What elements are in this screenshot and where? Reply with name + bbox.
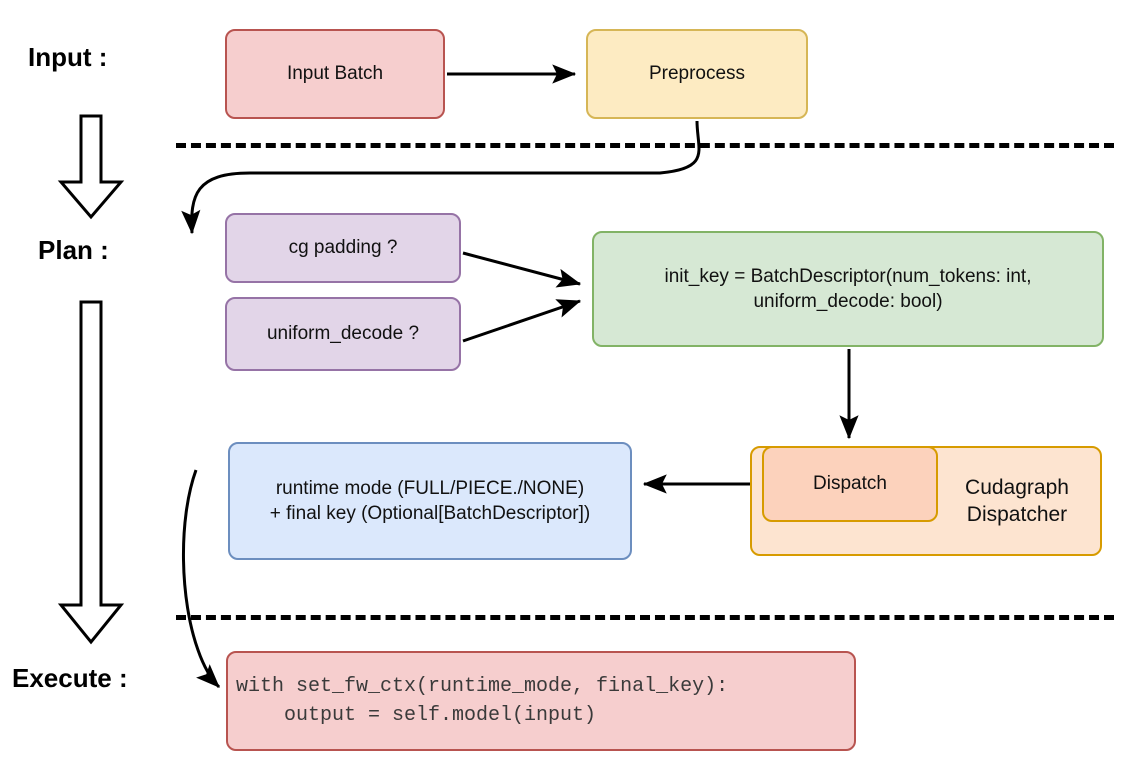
stage-label-execute: Execute :: [12, 663, 128, 693]
node-input-batch[interactable]: Input Batch: [225, 29, 445, 119]
node-uniform-decode[interactable]: uniform_decode ?: [225, 297, 461, 371]
node-init-key[interactable]: init_key = BatchDescriptor(num_tokens: i…: [592, 231, 1104, 347]
stage-arrow-input-plan: [57, 114, 125, 220]
cudagraph-dispatcher-label: Cudagraph Dispatcher: [965, 475, 1069, 526]
node-runtime-mode[interactable]: runtime mode (FULL/PIECE./NONE) + final …: [228, 442, 632, 560]
stage-label-plan: Plan :: [38, 235, 109, 265]
connector-uniform-decode-to-init-key: [462, 299, 582, 343]
node-preprocess[interactable]: Preprocess: [586, 29, 808, 119]
node-execute-code[interactable]: with set_fw_ctx(runtime_mode, final_key)…: [226, 651, 856, 751]
stage-arrow-plan-execute: [57, 300, 125, 645]
node-cg-padding[interactable]: cg padding ?: [225, 213, 461, 283]
separator-plan-execute: [176, 615, 1114, 620]
separator-input-plan: [176, 143, 1114, 148]
connector-cg-padding-to-init-key: [462, 251, 582, 288]
connector-runtime-mode-to-execute-code: [182, 469, 221, 689]
stage-label-input: Input :: [28, 42, 108, 72]
node-dispatch[interactable]: Dispatch: [762, 446, 938, 522]
